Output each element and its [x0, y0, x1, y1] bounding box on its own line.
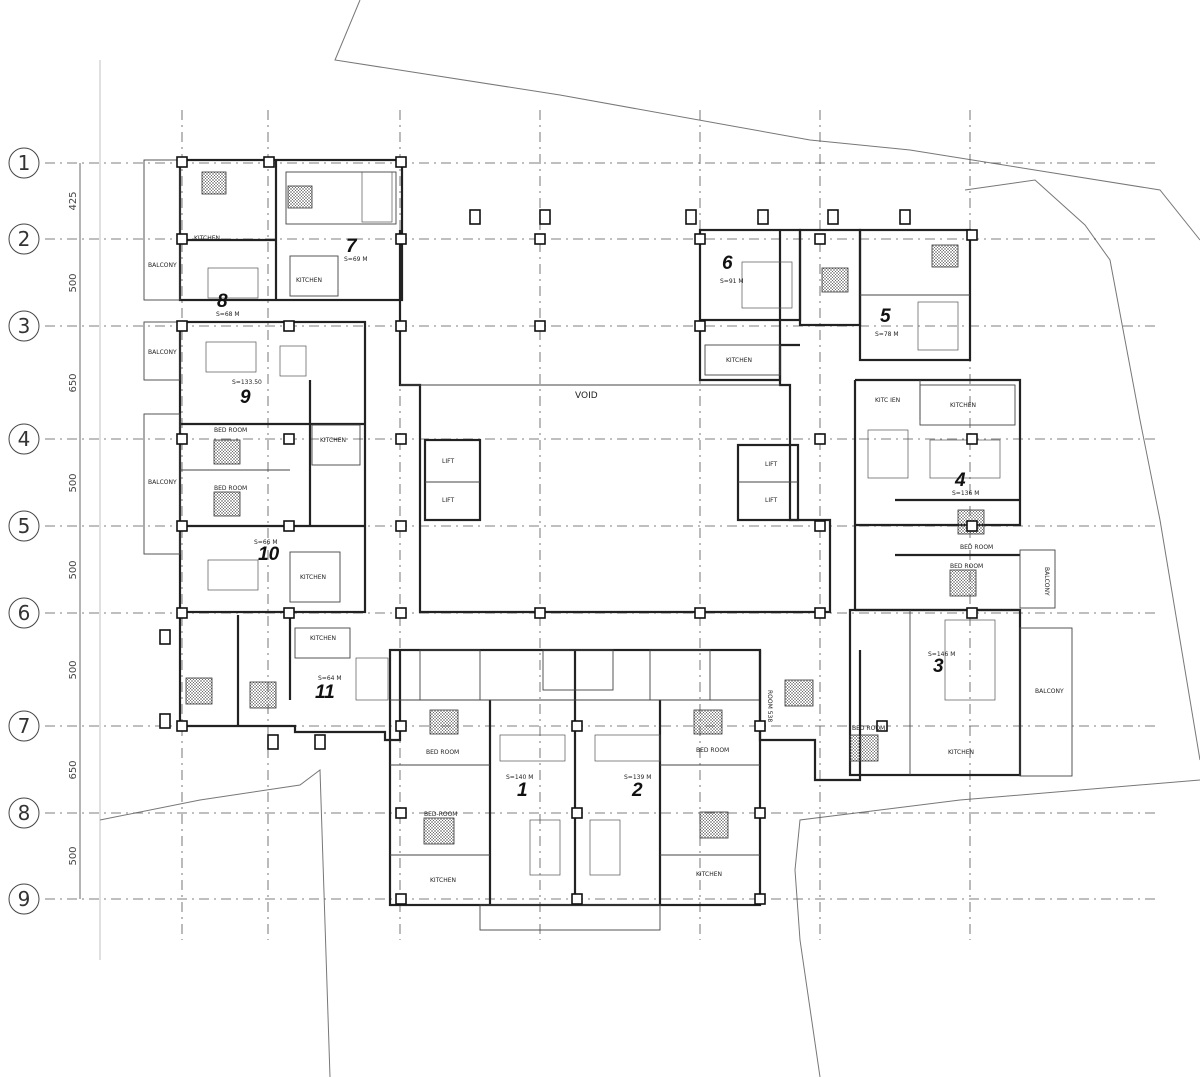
dim-5-6: 500 [68, 560, 79, 579]
room-538-label: ROOM 538 [766, 690, 773, 722]
dim-7-8: 650 [68, 760, 79, 779]
unit-6-area: S=91 M [720, 278, 744, 285]
lift-label-3: LIFT [765, 461, 777, 468]
unit-5-area: S=78 M [875, 331, 899, 338]
svg-text:8: 8 [18, 801, 31, 825]
kitchen-label-unit7: KITCHEN [296, 277, 322, 284]
dim-3-4: 650 [68, 373, 79, 392]
grid-bubble-4: 4 [8, 423, 40, 455]
central-void [398, 230, 832, 614]
west-wing [143, 158, 404, 742]
bedroom-label-unit9-2: BED ROOM [214, 485, 247, 492]
bedroom-label-unit4-1: BED ROOM [960, 544, 993, 551]
unit-5-number: 5 [880, 306, 891, 327]
grid-bubble-9: 9 [8, 883, 40, 915]
grid-bubble-5: 5 [8, 510, 40, 542]
grid-bubble-1: 1 [8, 147, 40, 179]
balcony-label-west-3: BALCONY [148, 479, 177, 486]
grid-bubble-6: 6 [8, 597, 40, 629]
unit-8-number: 8 [217, 291, 228, 312]
svg-text:3: 3 [18, 314, 31, 338]
kitchen-label-unit5: KITC IEN [875, 397, 900, 404]
svg-text:5: 5 [18, 514, 31, 538]
void-label: VOID [575, 391, 598, 401]
unit-2-area: S=139 M [624, 774, 651, 781]
kitchen-label-unit3: KITCHEN [948, 749, 974, 756]
bedroom-label-unit1-1: BED ROOM [426, 749, 459, 756]
unit-11-number: 11 [315, 682, 335, 703]
site-boundary [99, 0, 1200, 1077]
bedroom-label-unit1-2: BED-ROOM [424, 811, 457, 818]
kitchen-label-unit4: KITCHEN [950, 402, 976, 409]
unit-3-area: S=146 M [928, 651, 955, 658]
svg-text:6: 6 [18, 601, 31, 625]
kitchen-label-unit1: KITCHEN [430, 877, 456, 884]
bedroom-label-unit3: BED ROOM [852, 725, 885, 732]
dim-4-5: 500 [68, 473, 79, 492]
lift-label-1: LIFT [442, 458, 454, 465]
unit-6-number: 6 [722, 253, 733, 274]
balcony-label-east-2: BALCONY [1043, 567, 1050, 596]
svg-text:9: 9 [18, 887, 31, 911]
grid-bubble-2: 2 [8, 223, 40, 255]
unit-4-number: 4 [954, 470, 966, 491]
kitchen-label-unit10: KITCHEN [300, 574, 326, 581]
balcony-label-east-1: BALCONY [1035, 688, 1064, 695]
unit-3-number: 3 [933, 656, 944, 677]
unit-11-area: S=64 M [318, 675, 342, 682]
unit-7-area: S=69 M [344, 256, 368, 263]
kitchen-label-unit6: KITCHEN [726, 357, 752, 364]
lift-label-2: LIFT [442, 497, 454, 504]
balcony-label-west-1: BALCONY [148, 262, 177, 269]
unit-10-number: 10 [258, 544, 280, 565]
unit-9-area: S=133.50 [232, 379, 262, 386]
svg-text:4: 4 [18, 427, 31, 451]
kitchen-label-unit9: KITCHEN [320, 437, 346, 444]
unit-8-area: S=68 M [216, 311, 240, 318]
unit-9-number: 9 [240, 387, 251, 408]
bedroom-label-unit2: BED ROOM [696, 747, 729, 754]
lift-label-4: LIFT [765, 497, 777, 504]
south-wing [388, 648, 762, 931]
unit-10-area: S=66 M [254, 539, 278, 546]
unit-2-number: 2 [631, 780, 643, 801]
grid-axes [45, 60, 1160, 960]
unit-1-area: S=140 M [506, 774, 533, 781]
unit-4-area: S=136 M [952, 490, 979, 497]
dim-2-3: 500 [68, 273, 79, 292]
svg-text:1: 1 [18, 151, 31, 175]
bedroom-label-unit4-2: BED ROOM [950, 563, 983, 570]
grid-bubble-3: 3 [8, 310, 40, 342]
kitchen-label-unit11: KITCHEN [310, 635, 336, 642]
grid-bubble-8: 8 [8, 797, 40, 829]
structural-columns [159, 156, 978, 905]
dim-6-7: 500 [68, 660, 79, 679]
unit-7-number: 7 [346, 236, 358, 257]
dim-1-2: 425 [68, 191, 79, 210]
kitchen-label-unit8: KITCHEN [194, 235, 220, 242]
kitchen-label-unit2: KITCHEN [696, 871, 722, 878]
svg-text:2: 2 [18, 227, 31, 251]
dim-8-9: 500 [68, 846, 79, 865]
grid-bubble-7: 7 [8, 710, 40, 742]
balcony-label-west-2: BALCONY [148, 349, 177, 356]
unit-1-number: 1 [517, 780, 528, 801]
svg-text:7: 7 [18, 714, 31, 738]
bedroom-label-unit9-1: BED ROOM [214, 427, 247, 434]
